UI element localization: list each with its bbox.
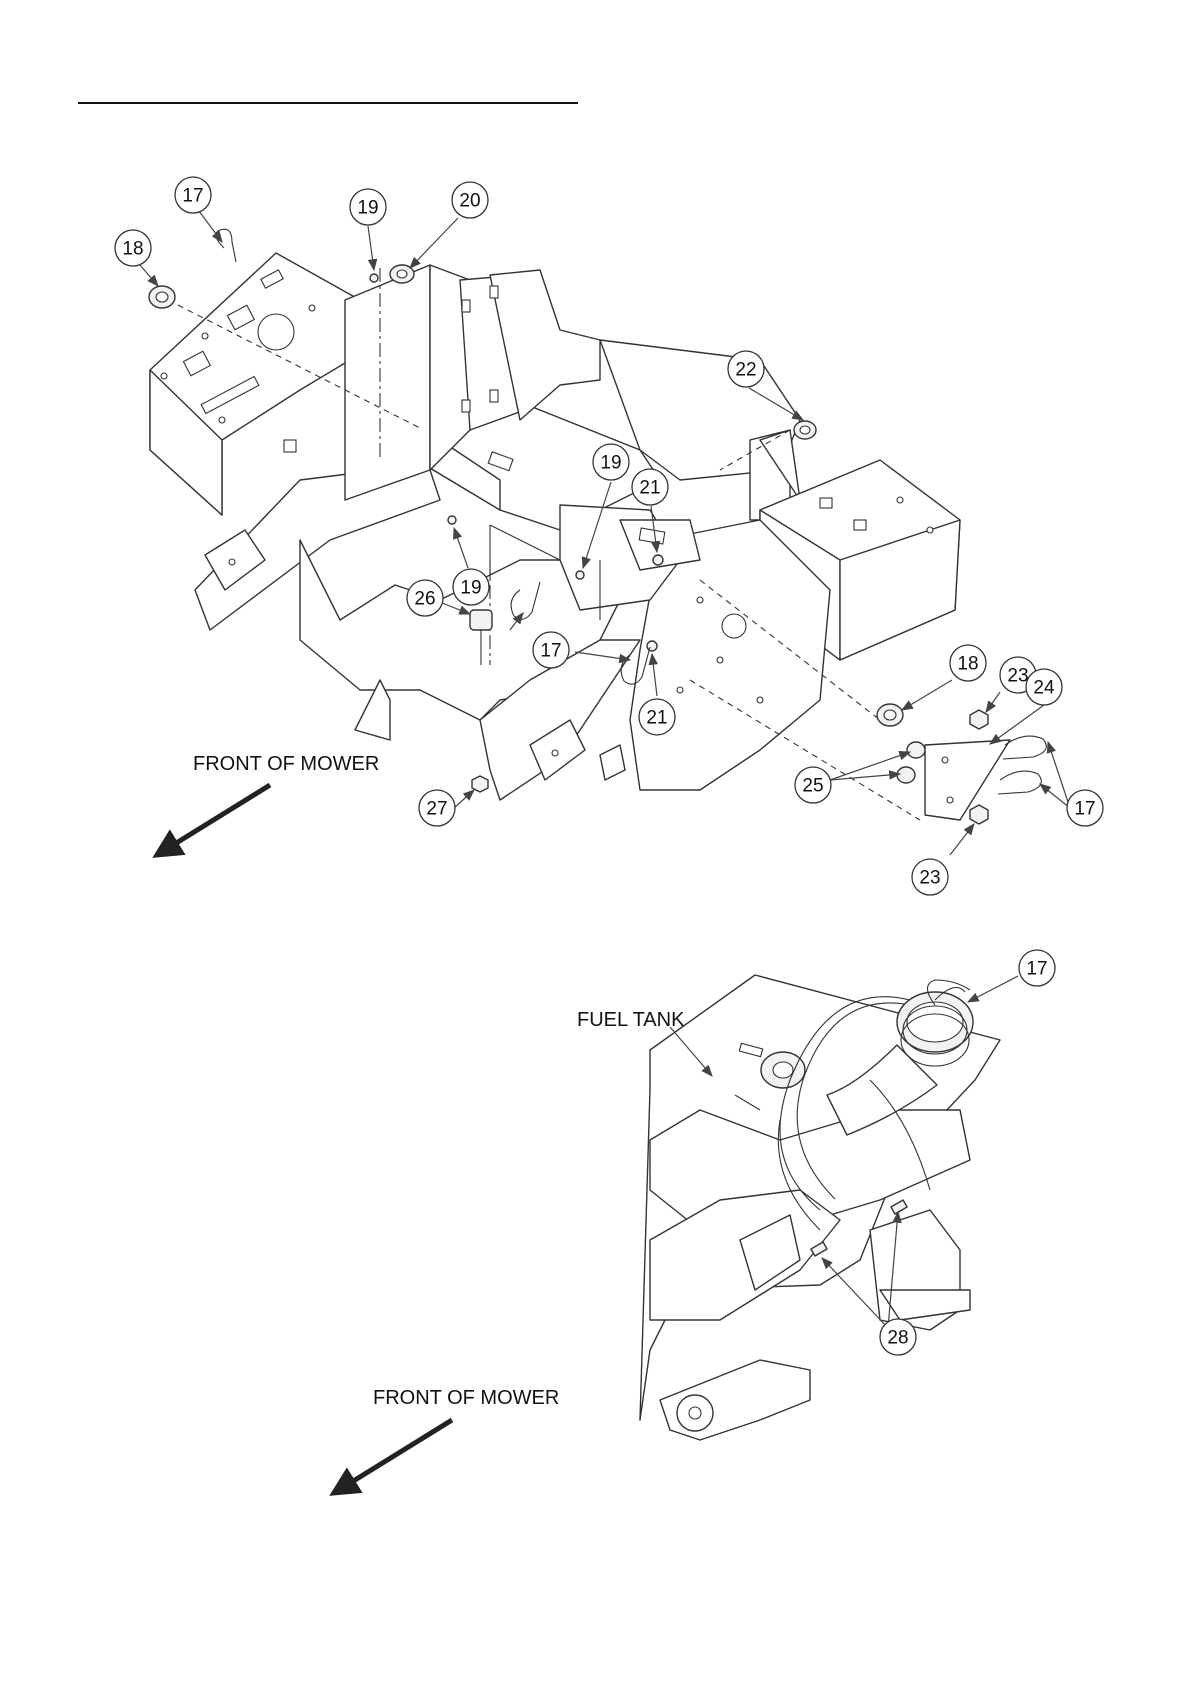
callout-number: 21 [646, 708, 667, 729]
callout-number: 21 [639, 478, 660, 499]
callout-bottom-28: 28 [880, 1319, 916, 1355]
front-of-mower-label-bottom: FRONT OF MOWER [373, 1387, 559, 1409]
callout-top-25: 25 [795, 767, 831, 803]
callout-bottom-17: 17 [1019, 950, 1055, 986]
front-of-mower-label-top: FRONT OF MOWER [193, 753, 379, 775]
callout-number: 22 [735, 360, 756, 381]
callout-top-19: 19 [350, 189, 386, 225]
callout-number: 17 [1026, 959, 1047, 980]
callout-number: 17 [1074, 799, 1095, 820]
callout-top-17: 17 [533, 632, 569, 668]
callout-top-19: 19 [593, 444, 629, 480]
callout-number: 27 [426, 799, 447, 820]
front-arrow-bottom [342, 1420, 452, 1488]
callout-top-26: 26 [407, 580, 443, 616]
callout-top-24: 24 [1026, 669, 1062, 705]
callout-top-19: 19 [453, 569, 489, 605]
callout-number: 26 [414, 589, 435, 610]
callout-top-18: 18 [115, 230, 151, 266]
callout-number: 18 [957, 654, 978, 675]
callout-top-23: 23 [912, 859, 948, 895]
callout-top-17: 17 [175, 177, 211, 213]
callout-number: 17 [182, 186, 203, 207]
callout-number: 28 [887, 1328, 908, 1349]
callout-top-22: 22 [728, 351, 764, 387]
callout-number: 18 [122, 239, 143, 260]
callout-top-27: 27 [419, 790, 455, 826]
callout-number: 23 [1007, 666, 1028, 687]
front-arrow-top [165, 785, 270, 850]
callout-top-20: 20 [452, 182, 488, 218]
callout-number: 17 [540, 641, 561, 662]
callout-number: 19 [357, 198, 378, 219]
fuel-tank-label: FUEL TANK [577, 1009, 685, 1031]
callout-number: 23 [919, 868, 940, 889]
callout-number: 19 [460, 578, 481, 599]
fuel-tank-assembly [640, 975, 1000, 1440]
callout-top-18: 18 [950, 645, 986, 681]
callout-top-21: 21 [639, 699, 675, 735]
callout-number: 25 [802, 776, 823, 797]
callout-top-21: 21 [632, 469, 668, 505]
frame-assembly [150, 253, 960, 800]
callout-number: 19 [600, 453, 621, 474]
callout-number: 24 [1033, 678, 1055, 699]
callout-number: 20 [459, 191, 480, 212]
callout-top-17: 17 [1067, 790, 1103, 826]
